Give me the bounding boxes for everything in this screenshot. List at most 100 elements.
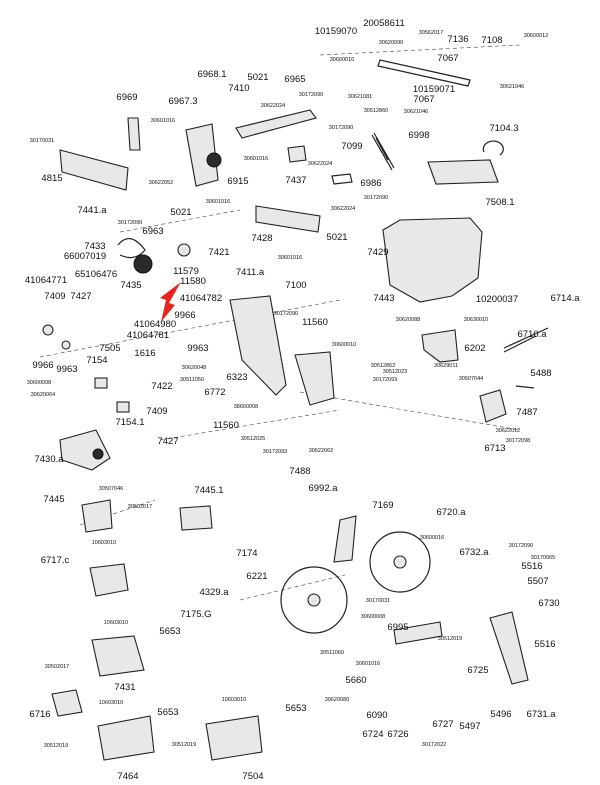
part-number-label: 41064980	[134, 319, 176, 330]
part-number-label: 6726	[387, 729, 408, 740]
drive-wheel-6221	[280, 566, 348, 634]
hook-7104	[482, 140, 504, 156]
part-number-label: 6724	[362, 729, 383, 740]
part-number-label: 7445.1	[194, 485, 223, 496]
lever-6710	[503, 327, 549, 353]
part-number-label: 6992.a	[308, 483, 338, 494]
part-number-label: 30601016	[356, 661, 380, 667]
part-number-label: 30600010	[330, 57, 354, 63]
part-number-label: 41064771	[25, 275, 67, 286]
part-number-label: 30512860	[364, 108, 388, 114]
part-number-label: 9966	[32, 360, 53, 371]
skid-7504	[205, 715, 263, 761]
highlight-arrow	[160, 282, 181, 322]
part-number-label: 30622024	[331, 206, 355, 212]
arm-6992	[333, 515, 357, 563]
bracket-frame	[294, 351, 335, 406]
part-number-label: 30502017	[45, 664, 69, 670]
part-number-label: 5516	[534, 639, 555, 650]
part-number-label: 6731.a	[526, 709, 556, 720]
bracket-7445	[81, 499, 113, 533]
part-number-label: 11560	[213, 420, 239, 431]
part-number-label: 30620048	[182, 365, 206, 371]
link-arm-7410	[235, 109, 317, 139]
part-number-label: 5021	[247, 72, 268, 83]
part-number-label: 10200037	[476, 294, 518, 305]
bushing-11579	[177, 243, 191, 257]
part-number-label: 65106476	[75, 269, 117, 280]
part-number-label: 30622052	[149, 180, 173, 186]
part-number-label: 5507	[527, 576, 548, 587]
part-number-label: 30512019	[172, 742, 196, 748]
hopper-7443	[382, 217, 483, 303]
part-number-label: 30172090	[118, 220, 142, 226]
part-number-label: 7435	[120, 280, 141, 291]
part-number-label: 41064782	[180, 293, 222, 304]
part-number-label: 7108	[481, 35, 502, 46]
part-number-label: 7504	[242, 771, 263, 782]
part-number-label: 5516	[521, 561, 542, 572]
part-number-label: 5488	[530, 368, 551, 379]
part-number-label: 7443	[373, 293, 394, 304]
part-number-label: 6995	[387, 622, 408, 633]
part-number-label: 30620080	[325, 697, 349, 703]
rod-7067	[377, 59, 471, 87]
part-number-label: 9963	[187, 343, 208, 354]
part-number-label: 5497	[459, 721, 480, 732]
part-number-label: 30600010	[332, 342, 356, 348]
part-drawings	[42, 59, 549, 761]
part-number-label: 30600008	[27, 380, 51, 386]
part-number-label: 6090	[366, 710, 387, 721]
part-number-label: 6998	[408, 130, 429, 141]
part-number-label: 4815	[41, 173, 62, 184]
part-number-label: 30170031	[30, 138, 54, 144]
part-number-label: 5653	[159, 626, 180, 637]
part-number-label: 11560	[302, 317, 328, 328]
gear-6915	[206, 152, 222, 168]
part-number-label: 7441.a	[77, 205, 107, 216]
part-number-label: 41064781	[127, 330, 169, 341]
part-number-label: 6915	[227, 176, 248, 187]
part-number-label: 7411.a	[236, 267, 265, 278]
arm-7428	[255, 205, 321, 233]
part-number-label: 20058611	[363, 18, 405, 29]
hub-7430	[92, 448, 104, 460]
part-number-label: 30172098	[506, 438, 530, 444]
part-number-label: 6969	[116, 92, 137, 103]
part-number-label: 5660	[345, 675, 366, 686]
part-number-label: 6772	[204, 387, 225, 398]
lever-6969	[127, 117, 141, 151]
part-number-label: 30622012	[496, 428, 520, 434]
block-7154-1	[116, 401, 130, 413]
part-number-label: 7136	[447, 34, 468, 45]
part-number-label: 6717.c	[41, 555, 70, 566]
part-number-label: 30600012	[524, 33, 548, 39]
part-number-label: 6714.a	[550, 293, 580, 304]
bracket-7445-1	[179, 505, 213, 531]
part-number-label: 30620064	[31, 392, 55, 398]
part-number-label: 30512862	[371, 363, 395, 369]
part-number-label: 7429	[367, 247, 388, 258]
part-number-label: 10603010	[222, 697, 246, 703]
part-number-label: 7508.1	[485, 197, 514, 208]
part-number-label: 30507046	[99, 486, 123, 492]
part-number-label: 1616	[134, 348, 155, 359]
part-number-label: 7431	[114, 682, 135, 693]
part-number-label: 30172090	[299, 92, 323, 98]
part-number-label: 30502017	[128, 504, 152, 510]
part-number-label: 10159070	[315, 26, 357, 37]
part-number-label: 7427	[70, 291, 91, 302]
bracket-6731	[489, 611, 529, 685]
part-number-label: 6968.1	[197, 69, 226, 80]
part-number-label: 30172022	[422, 742, 446, 748]
sprocket-66007019	[133, 254, 153, 274]
part-number-label: 6710.a	[517, 329, 547, 340]
part-number-label: 30601016	[206, 199, 230, 205]
drive-wheel-hub	[307, 593, 321, 607]
part-number-label: 30600016	[420, 535, 444, 541]
part-number-label: 30172093	[373, 377, 397, 383]
part-number-label: 30620088	[396, 317, 420, 323]
shroud-6717	[89, 563, 129, 597]
part-number-label: 7464	[117, 771, 138, 782]
